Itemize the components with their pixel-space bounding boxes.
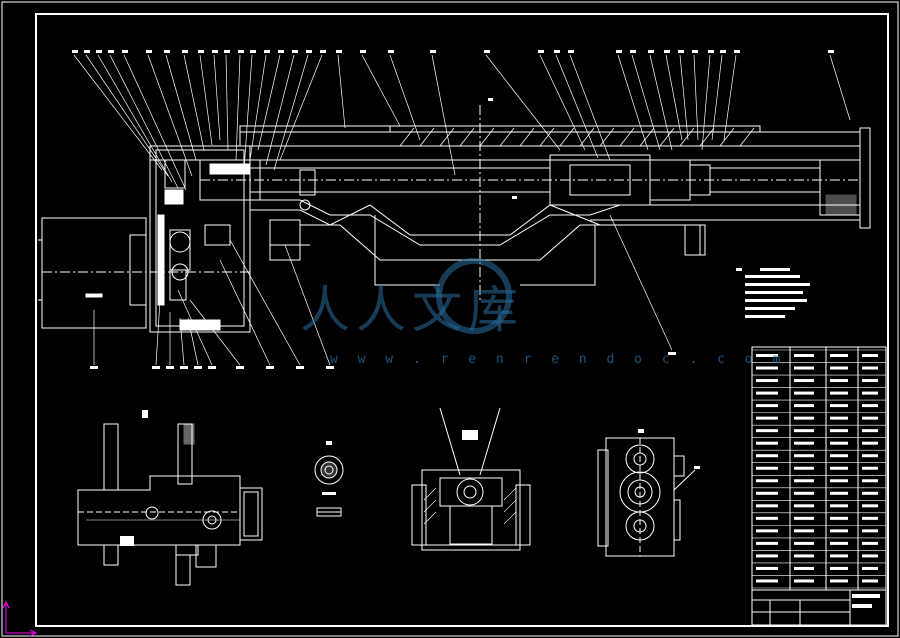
parts-list-cell-text [862,554,878,558]
parts-list-cell-text [830,404,848,408]
parts-list-cell-text [830,504,848,508]
parts-list-cell-text [862,416,878,420]
parts-list-cell-text [794,491,814,495]
parts-list-cell-text [756,516,778,520]
parts-list-cell-text [862,529,878,533]
watermark-text: 人人文库 [300,281,524,339]
parts-list-cell-text [756,466,778,470]
parts-list-cell-text [794,554,814,558]
parts-list-cell-text [830,529,848,533]
parts-list-cell-text [862,404,878,408]
parts-list-cell-text [756,379,778,383]
parts-list-cell-text [862,429,878,433]
parts-list-cell-text [756,416,778,420]
parts-list-cell-text [756,504,778,508]
watermark-url: w w w . r e n r e n d o c . c o m [330,352,787,367]
parts-list-cell-text [830,441,848,445]
parts-list-cell-text [756,541,778,545]
parts-list-cell-text [862,504,878,508]
parts-list-cell-text [830,541,848,545]
parts-list-cell-text [862,366,878,370]
parts-list-cell-text [862,466,878,470]
parts-list-cell-text [862,441,878,445]
beam-top [149,145,861,161]
parts-list-cell-text [830,429,848,433]
parts-list-cell-text [756,579,778,583]
parts-list-cell-text [756,566,778,570]
parts-list-cell-text [794,479,814,483]
parts-list-cell-text [794,429,814,433]
parts-list-cell-text [756,454,778,458]
parts-list-cell-text [794,441,814,445]
parts-list-cell-text [756,366,778,370]
parts-list-cell-text [862,479,878,483]
parts-list-cell-text [830,416,848,420]
parts-list-cell-text [794,579,814,583]
main-assembly-view [38,50,871,369]
parts-list-cell-text [794,366,814,370]
parts-list-cell-text [830,379,848,383]
parts-list-cell-text [830,454,848,458]
parts-list-cell-text [862,491,878,495]
parts-list-cell-text [862,391,878,395]
parts-list-cell-text [794,541,814,545]
parts-list-cell-text [862,541,878,545]
parts-list-cell-text [830,354,848,357]
parts-list-cell-text [830,554,848,558]
parts-list-cell-text [862,354,878,357]
parts-list-cell-text [794,416,814,420]
ucs-icon [2,600,38,637]
parts-list-cell-text [794,566,814,570]
parts-list-cell-text [756,491,778,495]
watermark-logo-icon [436,258,512,334]
parts-list-cell-text [794,504,814,508]
parts-list-cell-text [830,479,848,483]
parts-list-cell-text [830,579,848,583]
parts-list-cell-text [862,379,878,383]
parts-list-cell-text [830,516,848,520]
technical-notes [736,268,810,318]
parts-list-cell-text [794,379,814,383]
parts-list-cell-text [862,566,878,570]
parts-list-cell-text [756,429,778,433]
parts-list-cell-text [862,454,878,458]
title-block [751,346,887,626]
parts-list-cell-text [756,441,778,445]
parts-list-cell-text [830,466,848,470]
gear-detail [314,441,344,517]
parts-list-cell-text [794,529,814,533]
parts-list-cell-text [830,566,848,570]
parts-list-cell-text [756,354,778,357]
parts-list-cell-text [756,554,778,558]
parts-list-cell-text [830,491,848,495]
parts-list-cell-text [862,579,878,583]
parts-list-cell-text [756,404,778,408]
inner-border [35,13,889,627]
parts-list-cell-text [794,404,814,408]
parts-list-cell-text [862,516,878,520]
gearbox-front-view [597,429,700,557]
parts-list-cell-text [830,391,848,395]
parts-list-cell-text [794,454,814,458]
guide-rail [239,131,861,147]
bearing-section-view [411,407,531,551]
parts-list-cell-text [794,466,814,470]
parts-list-cell-text [794,391,814,395]
parts-list-cell-text [756,529,778,533]
side-section-view [77,410,263,586]
parts-list-cell-text [794,516,814,520]
parts-list-cell-text [794,354,814,357]
parts-list-cell-text [756,391,778,395]
parts-list-cell-text [830,366,848,370]
parts-list-cell-text [756,479,778,483]
